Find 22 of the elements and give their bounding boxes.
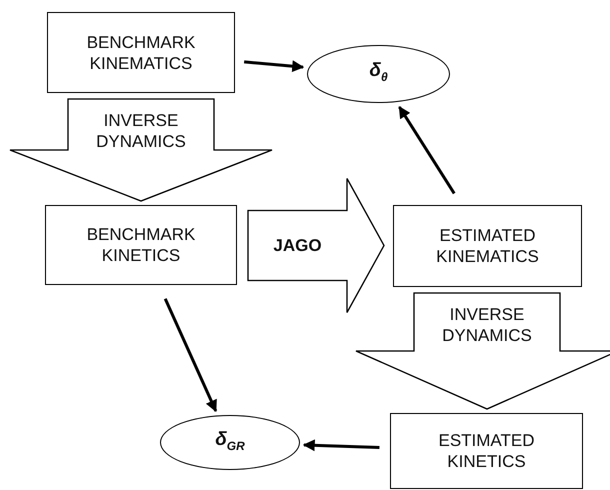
block-arrow: [355, 292, 610, 410]
process-box: [393, 205, 582, 287]
result-ellipse: [160, 415, 300, 470]
arrow: [302, 439, 380, 452]
process-box: [45, 205, 237, 285]
edge-label: INVERSE DYNAMICS: [441, 304, 533, 346]
box-label: BENCHMARK KINEMATICS: [86, 32, 196, 74]
box-label: BENCHMARK KINETICS: [86, 224, 196, 266]
box-label: ESTIMATED KINETICS: [437, 430, 536, 472]
process-box: [390, 413, 583, 489]
symbol-label: δ$_{GR}$: [215, 428, 245, 454]
arrow: [398, 106, 456, 194]
edge-label: INVERSE DYNAMICS: [95, 110, 187, 152]
box-label: ESTIMATED KINEMATICS: [435, 225, 540, 267]
block-arrow: [247, 178, 385, 314]
result-ellipse: [307, 45, 450, 103]
symbol-label: δ$_{θ}$: [369, 60, 388, 86]
process-box: [47, 12, 235, 93]
edge-label: JAGO: [272, 234, 323, 256]
arrow: [244, 60, 304, 72]
arrow: [164, 298, 218, 412]
block-arrow: [9, 98, 273, 202]
